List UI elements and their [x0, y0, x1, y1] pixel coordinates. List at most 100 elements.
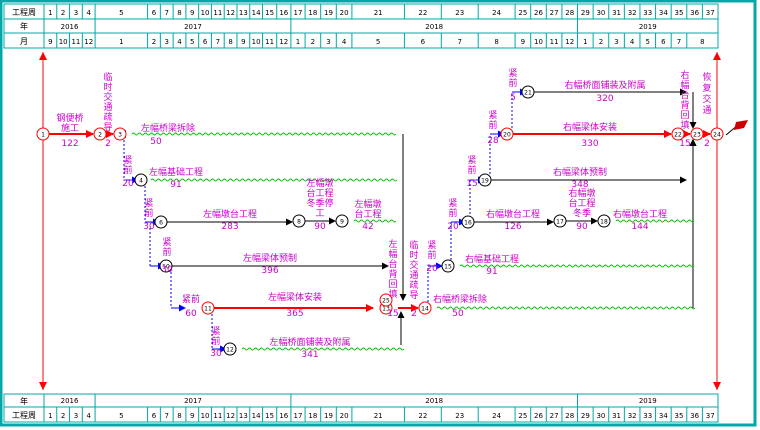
activity-name: 左幅墩 [354, 198, 381, 210]
activity-right-foundation [446, 262, 695, 270]
event-node-number: 15 [444, 264, 452, 271]
activity-duration: 365 [286, 309, 303, 319]
period-bottom-cell: 26 [534, 412, 543, 420]
period-top-cell: 18 [308, 9, 317, 17]
event-node-circle [159, 259, 173, 273]
period-bottom-cell: 23 [455, 412, 464, 420]
event-node-circle [478, 173, 492, 187]
period-top-cell: 20 [340, 9, 349, 17]
period-bottom-cell: 2 [61, 412, 65, 420]
period-bottom-cell: 5 [119, 412, 123, 420]
period-bottom-cell: 17 [294, 412, 303, 420]
period-top-cell: 12 [226, 9, 235, 17]
vertical-label-char: 前 [488, 119, 497, 131]
vertical-label-char: 紧 [427, 240, 436, 251]
period-top-cell: 1 [48, 9, 52, 17]
period-bottom-cell: 24 [492, 412, 501, 420]
year-top-cell: 2017 [184, 23, 202, 31]
event-node: 20 [500, 127, 514, 141]
month-top-cell: 1 [583, 38, 587, 46]
event-node-circle [597, 214, 611, 228]
event-node-number: 2 [98, 132, 102, 139]
bottom-timescale: 年 工程周 [3, 393, 719, 423]
vertical-label-char: 临 [103, 71, 112, 83]
event-node-circle [134, 173, 148, 187]
event-node-circle [690, 127, 704, 141]
activity-duration: 91 [486, 267, 497, 277]
month-top-cell: 4 [342, 38, 347, 46]
period-bottom-cell: 21 [374, 412, 383, 420]
vertical-label-char: 时 [103, 81, 112, 93]
year-bottom-cell: 2016 [61, 397, 79, 405]
event-node-circle [553, 214, 567, 228]
vertical-label-char: 填 [680, 119, 689, 131]
period-bottom-cell: 6 [152, 412, 157, 420]
month-top-cell: 3 [165, 38, 169, 46]
period-top-cell: 35 [675, 9, 684, 17]
period-bottom-cell: 28 [565, 412, 574, 420]
bottom-scale-box [3, 393, 719, 423]
period-bottom-cell: 30 [596, 412, 605, 420]
period-top-cell: 5 [119, 9, 123, 17]
period-bottom-cell: 33 [643, 412, 652, 420]
month-top-cell: 11 [265, 38, 274, 46]
dependency-duration: 30 [143, 222, 155, 232]
vertical-label-char: 紧 [508, 68, 517, 79]
free-float-wave [436, 306, 696, 310]
vertical-label-char: 填 [388, 288, 397, 300]
event-node-number: 24 [713, 132, 721, 139]
activity-duration: 90 [576, 222, 588, 232]
period-top-cell: 33 [643, 9, 652, 17]
period-bottom-cell: 29 [581, 412, 590, 420]
period-bottom-cell: 8 [177, 412, 181, 420]
period-top-cell: 24 [492, 9, 501, 17]
month-top-cell: 11 [71, 38, 80, 46]
month-top-cell: 9 [241, 38, 245, 46]
event-node-number: 17 [556, 219, 564, 226]
dependency-name: 紧前 [508, 68, 517, 89]
month-top-cell: 7 [458, 38, 462, 46]
activity-name: 冬季 [573, 207, 591, 219]
period-bottom-cell: 4 [86, 412, 91, 420]
event-node-number: 3 [118, 132, 122, 139]
activity-name: 台工程 [306, 187, 333, 199]
period-bottom-cell: 10 [201, 412, 210, 420]
month-top-cell: 5 [646, 38, 650, 46]
period-bottom-cell: 32 [628, 412, 637, 420]
event-node-number: 6 [159, 220, 163, 227]
vertical-label-char: 交 [103, 91, 112, 103]
month-top-cell: 8 [494, 38, 498, 46]
vertical-label-char: 疏 [409, 279, 418, 291]
period-top-cell: 3 [74, 9, 78, 17]
year-top-cell: 2018 [425, 23, 443, 31]
period-bottom-cell: 11 [213, 412, 222, 420]
month-top-cell: 10 [252, 38, 261, 46]
period-top-cell: 27 [550, 9, 559, 17]
vertical-label-char: 交 [702, 93, 711, 105]
activity-arrows [49, 88, 711, 353]
event-node-circle [671, 127, 685, 141]
event-node: 23 [690, 127, 704, 141]
event-node: 22 [671, 127, 685, 141]
period-top-cell: 36 [690, 9, 699, 17]
event-node: 1 [36, 127, 50, 141]
event-node-number: 10 [162, 264, 170, 271]
vertical-label-char: 幅 [680, 79, 689, 91]
vertical-label-char: 前 [144, 207, 153, 219]
event-node-circle [441, 259, 455, 273]
vertical-label-char: 紧 [144, 198, 153, 209]
event-node: 17 [553, 214, 567, 228]
vertical-label-char: 回 [388, 279, 397, 290]
event-node-number: 12 [226, 347, 234, 354]
vertical-label-char: 通 [702, 105, 711, 116]
event-node-number: 22 [674, 132, 682, 139]
finish-flag-icon [725, 120, 748, 136]
event-node-number: 19 [481, 178, 489, 185]
event-node: 18 [597, 214, 611, 228]
month-top-cell: 4 [630, 38, 635, 46]
period-top-cell: 17 [294, 9, 303, 17]
period-top-cell: 9 [190, 9, 194, 17]
activity-labels: 钢便桥施工122临时交通疏导2左幅桥梁拆除50紧前20左幅基础工程91紧前30左… [56, 68, 711, 360]
